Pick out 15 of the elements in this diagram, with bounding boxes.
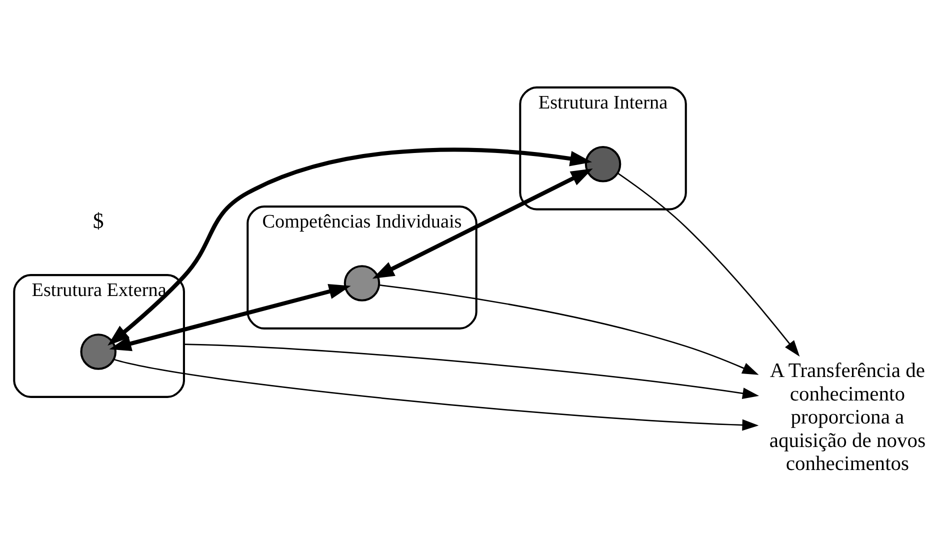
arrow (379, 284, 759, 375)
arrow (114, 358, 759, 431)
node-circle (344, 265, 380, 302)
label: $ (92, 208, 104, 234)
node-text: A Transferência de conhecimento proporciona a aquisição de novos conhecimentos (769, 360, 926, 476)
arrow (372, 168, 593, 279)
node-circle (584, 146, 622, 182)
arrow (617, 172, 800, 357)
arrow (109, 284, 351, 352)
cluster: Estrutura Externa (13, 274, 185, 398)
arrow (184, 344, 760, 400)
cluster: Competências Individuais (246, 206, 478, 330)
cluster: Estrutura Interna (519, 86, 687, 210)
node-circle (80, 334, 117, 370)
arrow (108, 148, 592, 346)
